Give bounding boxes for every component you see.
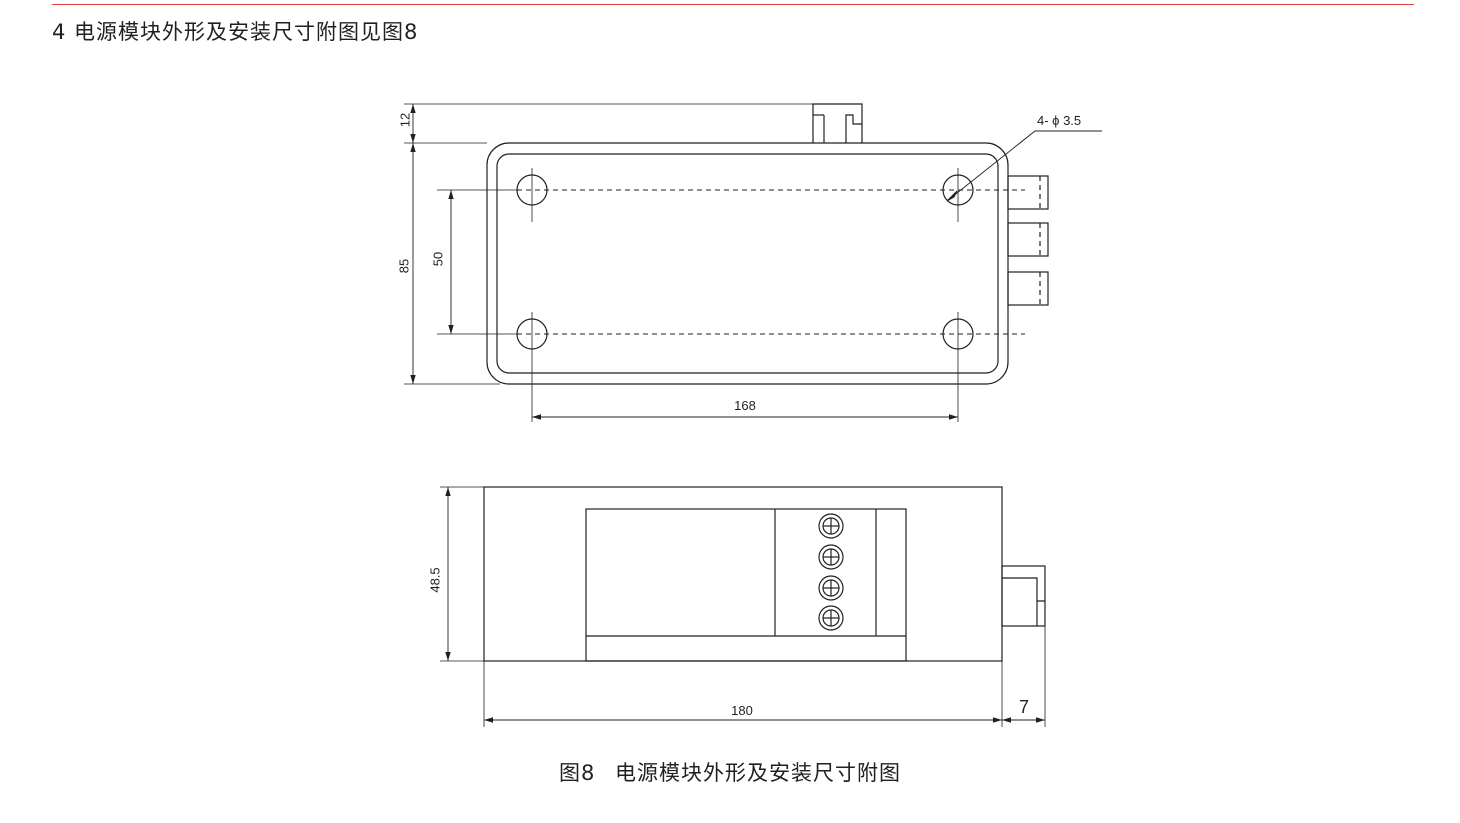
- dim-168-label: 168: [734, 398, 756, 413]
- terminal-housing: [585, 508, 907, 662]
- dim-180-label: 180: [731, 703, 753, 718]
- figure-caption: 图8 电源模块外形及安装尺寸附图: [0, 757, 1460, 787]
- side-connector: [1001, 565, 1046, 627]
- dim-48-5-label: 48.5: [427, 567, 442, 592]
- figure-title: 电源模块外形及安装尺寸附图: [615, 761, 902, 785]
- section-heading: 4 电源模块外形及安装尺寸附图见图8: [52, 20, 419, 44]
- top-view: [404, 103, 1102, 422]
- side-view-body: [483, 486, 1003, 662]
- hole-spec-label: 4- ϕ 3.5: [1037, 113, 1081, 128]
- dim-50-label: 50: [430, 252, 445, 266]
- top-view-outer-body: [486, 142, 1009, 385]
- top-view-inner-body: [496, 153, 999, 374]
- side-connectors: [1007, 175, 1049, 306]
- dim-85-label: 85: [396, 259, 411, 273]
- extension-lines: [404, 103, 813, 385]
- dim-12-label: 12: [397, 113, 412, 127]
- terminal-screws: [818, 513, 844, 631]
- hole-leader: [946, 130, 1102, 202]
- mounting-holes: [516, 168, 974, 422]
- dim-7-label: 7: [1019, 697, 1029, 717]
- figure-number: 图8: [558, 761, 596, 785]
- top-tab: [812, 103, 863, 143]
- hole-center-lines: [517, 189, 1025, 335]
- side-view: [440, 486, 1046, 727]
- side-extension-lines: [440, 486, 1046, 727]
- header-rule: [52, 4, 1414, 5]
